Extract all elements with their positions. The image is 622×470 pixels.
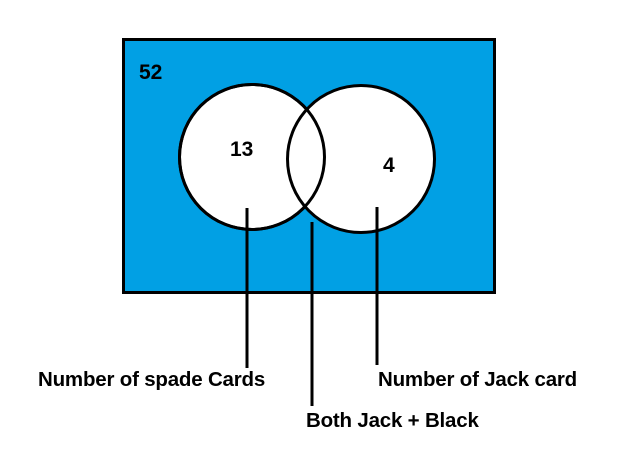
caption-intersection: Both Jack + Black bbox=[306, 409, 479, 432]
universal-set-count-label: 52 bbox=[139, 61, 163, 84]
set-count-label-spades: 13 bbox=[230, 138, 254, 161]
caption-jacks: Number of Jack card bbox=[378, 368, 577, 391]
set-circle-jacks bbox=[286, 84, 436, 234]
set-count-label-jacks: 4 bbox=[383, 154, 395, 177]
caption-spades: Number of spade Cards bbox=[38, 368, 266, 391]
set-circle-spades-outline bbox=[178, 83, 326, 231]
